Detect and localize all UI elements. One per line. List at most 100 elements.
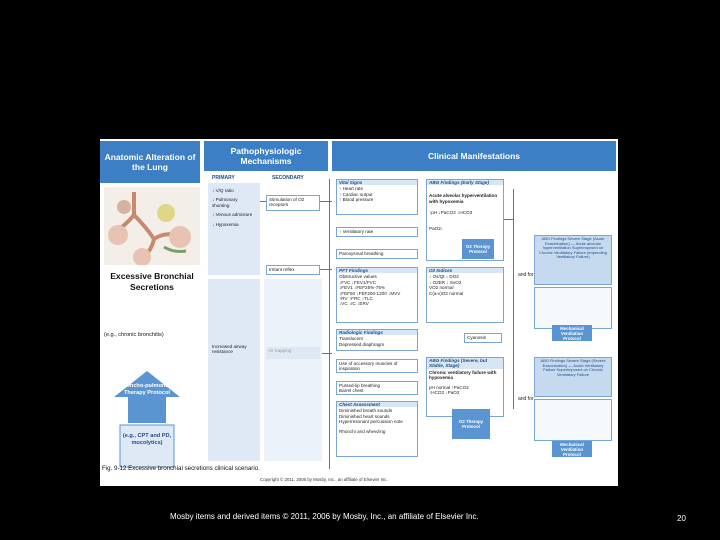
vital-signs-title: Vital Signs <box>337 180 417 186</box>
irritant-box: Irritant reflex <box>266 265 320 275</box>
and-for-label-2: and for <box>518 396 534 402</box>
increased-resistance-text: Increased airway resistance <box>212 344 247 355</box>
abg-severe-line: pH normal ↑PaCO2 <box>429 384 469 390</box>
connector-line <box>322 353 332 354</box>
primary-item: ↓ Pulmonary shunting <box>212 197 238 208</box>
mechanical-ventilation-protocol-2: Mechanical Ventilation Protocol <box>552 441 592 457</box>
pursed-lip-box: Pursed-lip breathing Barrel chest <box>336 381 418 395</box>
figure-caption: Fig. 9-12 Excessive bronchial secretions… <box>102 465 260 472</box>
cyanosis-box: Cyanosis <box>464 333 502 343</box>
excessive-secretions-title: Excessive Bronchial Secretions <box>110 271 194 292</box>
chest-assessment-box: Chest Assessment Diminished breath sound… <box>336 401 418 457</box>
vital-line: ↑ Heart rate <box>339 186 363 192</box>
chest-line: Diminished heart sounds <box>339 413 390 419</box>
vital-signs-box: Vital Signs ↑ Heart rate ↑ Cardiac outpu… <box>336 179 418 215</box>
acute-details-box <box>534 287 612 329</box>
pft-line: ↓FEF50 ↓FEF200-1200 ↓MVV <box>339 290 401 296</box>
mechanical-ventilation-text-1: Mechanical Ventilation Protocol <box>560 325 584 341</box>
pft-line: ↑RV ↑FRC ↑TLC <box>339 296 373 302</box>
increased-resistance-box: Increased airway resistance <box>210 343 258 365</box>
ventilatory-rate-text: ↑ Ventilatory rate <box>339 229 374 234</box>
bronchopulmonary-title: Broncho-pulmonary Therapy Protocol <box>120 383 174 396</box>
primary-column <box>208 183 260 275</box>
secondary-column <box>264 279 322 461</box>
acute-exacerbation-box: ABG Findings Severe Stage (Acute Exacerb… <box>534 235 612 285</box>
abg-early-line: PaO2↓ <box>429 225 444 231</box>
connector-line <box>513 189 514 409</box>
o2-therapy-protocol-1: O2 Therapy Protocol <box>462 239 494 259</box>
o2-therapy-text-2: O2 Therapy Protocol <box>458 419 484 429</box>
cyanosis-text: Cyanosis <box>467 335 486 340</box>
radiologic-line: Depressed diaphragm <box>339 341 385 347</box>
primary-item: ↓ V/Q ratio <box>212 188 234 193</box>
accessory-text: Use of accessory muscles of inspiration <box>339 361 398 372</box>
mechanical-ventilation-protocol-1: Mechanical Ventilation Protocol <box>552 325 592 341</box>
abg-severe-line: Chronic ventilatory failure with hypoxem… <box>429 369 497 381</box>
stimulation-box: Stimulation of O2 receptors <box>266 195 320 211</box>
radiologic-line: Translucent <box>339 336 363 342</box>
excessive-secretions-example: (e.g., chronic bronchitis) <box>104 332 164 338</box>
vital-line: ↑ Cardiac output <box>339 191 373 197</box>
o2-therapy-protocol-2: O2 Therapy Protocol <box>452 409 490 439</box>
radiologic-box: Radiologic Findings Translucent Depresse… <box>336 329 418 351</box>
figure-panel: Anatomic Alteration of the Lung Pathophy… <box>100 139 618 486</box>
pft-title: PFT Findings <box>337 268 417 274</box>
lung-illustration <box>104 187 200 266</box>
stimulation-text: Stimulation of O2 receptors <box>269 197 305 208</box>
o2-line: VO2 normal <box>429 285 454 291</box>
abg-severe-box: ABG Findings (Severe, but Stable, Stage)… <box>426 357 504 417</box>
header-patho: Pathophysiologic Mechanisms <box>204 141 328 171</box>
irritant-text: Irritant reflex <box>269 267 295 272</box>
pft-line: ↓VC ↓IC ↓ERV <box>339 301 369 307</box>
mechanical-ventilation-text-2: Mechanical Ventilation Protocol <box>560 441 584 457</box>
abg-severe-title: ABG Findings (Severe, but Stable, Stage) <box>427 358 503 369</box>
pursed-line: Pursed-lip breathing <box>339 383 381 388</box>
connector-line <box>320 269 332 270</box>
increased-column <box>208 279 260 461</box>
header-clinical: Clinical Manifestations <box>332 141 616 171</box>
chest-title: Chest Assessment <box>337 402 417 408</box>
primary-items: ↓ V/Q ratio ↓ Pulmonary shunting ↓ Venou… <box>210 187 258 251</box>
severe-exacerbation-text: ABG Findings Severe Stage (Severe Exacer… <box>540 358 606 377</box>
paroxysmal-text: Paroxysmal breathing <box>339 251 384 256</box>
severe-details-box <box>534 399 612 441</box>
o2-line: ↓ Os/Qt ↓ DO2 <box>429 274 459 280</box>
header-anatomic: Anatomic Alteration of the Lung <box>100 141 200 183</box>
connector-line <box>504 219 514 220</box>
secondary-label: SECONDARY <box>272 175 304 181</box>
pft-line: Obstructive values <box>339 274 377 280</box>
header-clinical-text: Clinical Manifestations <box>427 151 521 161</box>
abg-severe-line: ↑HCO3 ↓PaO2 <box>429 390 460 396</box>
o2-line: ↓ O2ER ↓ SvO2 <box>429 279 462 285</box>
vital-line: ↑ Blood pressure <box>339 197 374 203</box>
and-for-label-1: and for <box>518 272 534 278</box>
header-anatomic-text: Anatomic Alteration of the Lung <box>104 152 196 172</box>
primary-item: ↓ Hypoxemia <box>212 221 239 227</box>
chest-line: Rhonchi and wheezing <box>339 428 386 434</box>
o2-therapy-text-1: O2 Therapy Protocol <box>465 244 491 254</box>
figure-copyright: Copyright © 2011, 2006 by Mosby, Inc., a… <box>260 477 388 482</box>
pft-findings-box: PFT Findings Obstructive values ↓FVC ↓FE… <box>336 267 418 323</box>
slide-footer: Mosby items and derived items © 2011, 20… <box>170 512 479 521</box>
abg-early-title: ABG Findings (Early Stage) <box>427 180 503 186</box>
abg-early-line: Acute alveolar hyperventilation with hyp… <box>429 193 498 204</box>
ventilatory-rate-box: ↑ Ventilatory rate <box>336 227 418 237</box>
o2-indices-title: O2 Indices <box>427 268 503 274</box>
chest-line: Diminished breath sounds <box>339 408 393 414</box>
acute-exacerbation-text: ABG Findings Severe Stage (Acute Exacerb… <box>538 236 608 260</box>
abg-early-line: ↑pH ↓PaCO2 ↓HCO3 <box>429 210 473 216</box>
page-number: 20 <box>677 514 686 523</box>
radiologic-title: Radiologic Findings <box>337 330 417 336</box>
header-patho-text: Pathophysiologic Mechanisms <box>230 146 302 166</box>
accessory-muscles-box: Use of accessory muscles of inspiration <box>336 359 418 373</box>
pft-line: ↓FEV1 ↓FEF25%-75% <box>339 285 385 291</box>
o2-line: C(a-v)O2 normal <box>429 290 464 296</box>
bronchopulmonary-protocol: Broncho-pulmonary Therapy Protocol (e.g.… <box>114 371 180 469</box>
primary-label: PRIMARY <box>212 175 235 181</box>
pursed-line: Barrel chest <box>339 388 364 394</box>
connector-line <box>260 201 266 202</box>
paroxysmal-box: Paroxysmal breathing <box>336 249 418 259</box>
pft-line: ↓FVC ↓FEV1/FVC <box>339 279 377 285</box>
severe-exacerbation-box: ABG Findings Severe Stage (Severe Exacer… <box>534 357 612 397</box>
connector-line <box>320 201 332 202</box>
